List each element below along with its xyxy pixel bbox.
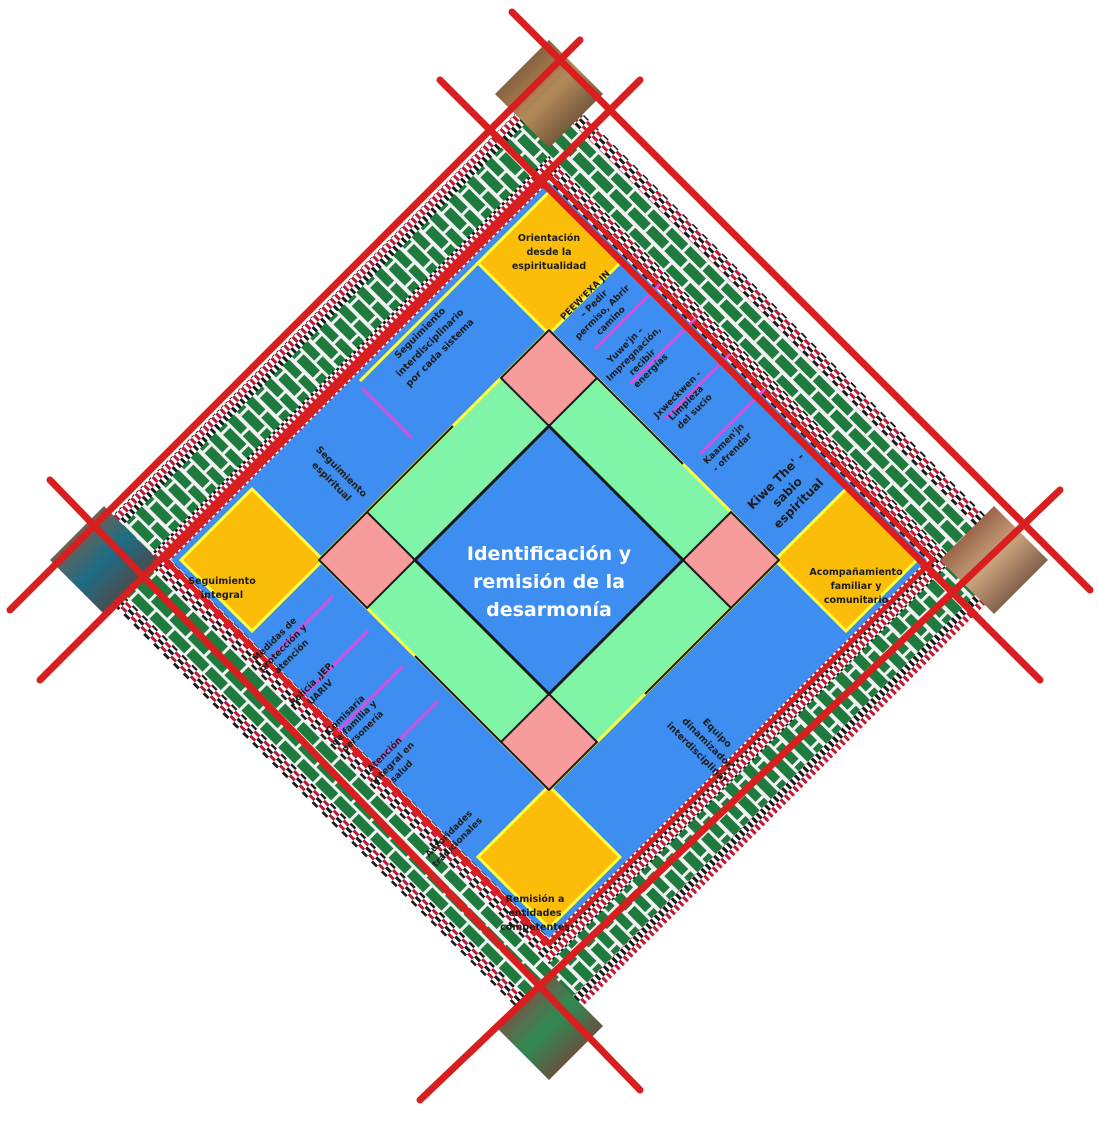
svg-text:entidades: entidades	[508, 908, 561, 919]
svg-text:espiritualidad: espiritualidad	[512, 261, 586, 272]
svg-text:Orientación: Orientación	[518, 233, 581, 244]
svg-text:Acompañamiento: Acompañamiento	[809, 567, 903, 578]
center-title: Identificación y remisión de la desarmon…	[467, 543, 632, 621]
svg-text:Seguimiento: Seguimiento	[188, 576, 256, 587]
svg-text:Remisión a: Remisión a	[506, 894, 565, 905]
corner-label-bottom: Remisión a entidades competentes	[500, 894, 570, 933]
center-line-3: desarmonía	[486, 599, 612, 621]
svg-text:familiar y: familiar y	[831, 581, 883, 592]
center-line-2: remisión de la	[473, 571, 625, 593]
svg-text:desde la: desde la	[526, 247, 571, 258]
center-line-1: Identificación y	[467, 543, 632, 565]
svg-text:integral: integral	[201, 590, 243, 601]
svg-text:comunitario: comunitario	[824, 595, 889, 606]
svg-text:competentes: competentes	[500, 922, 570, 933]
